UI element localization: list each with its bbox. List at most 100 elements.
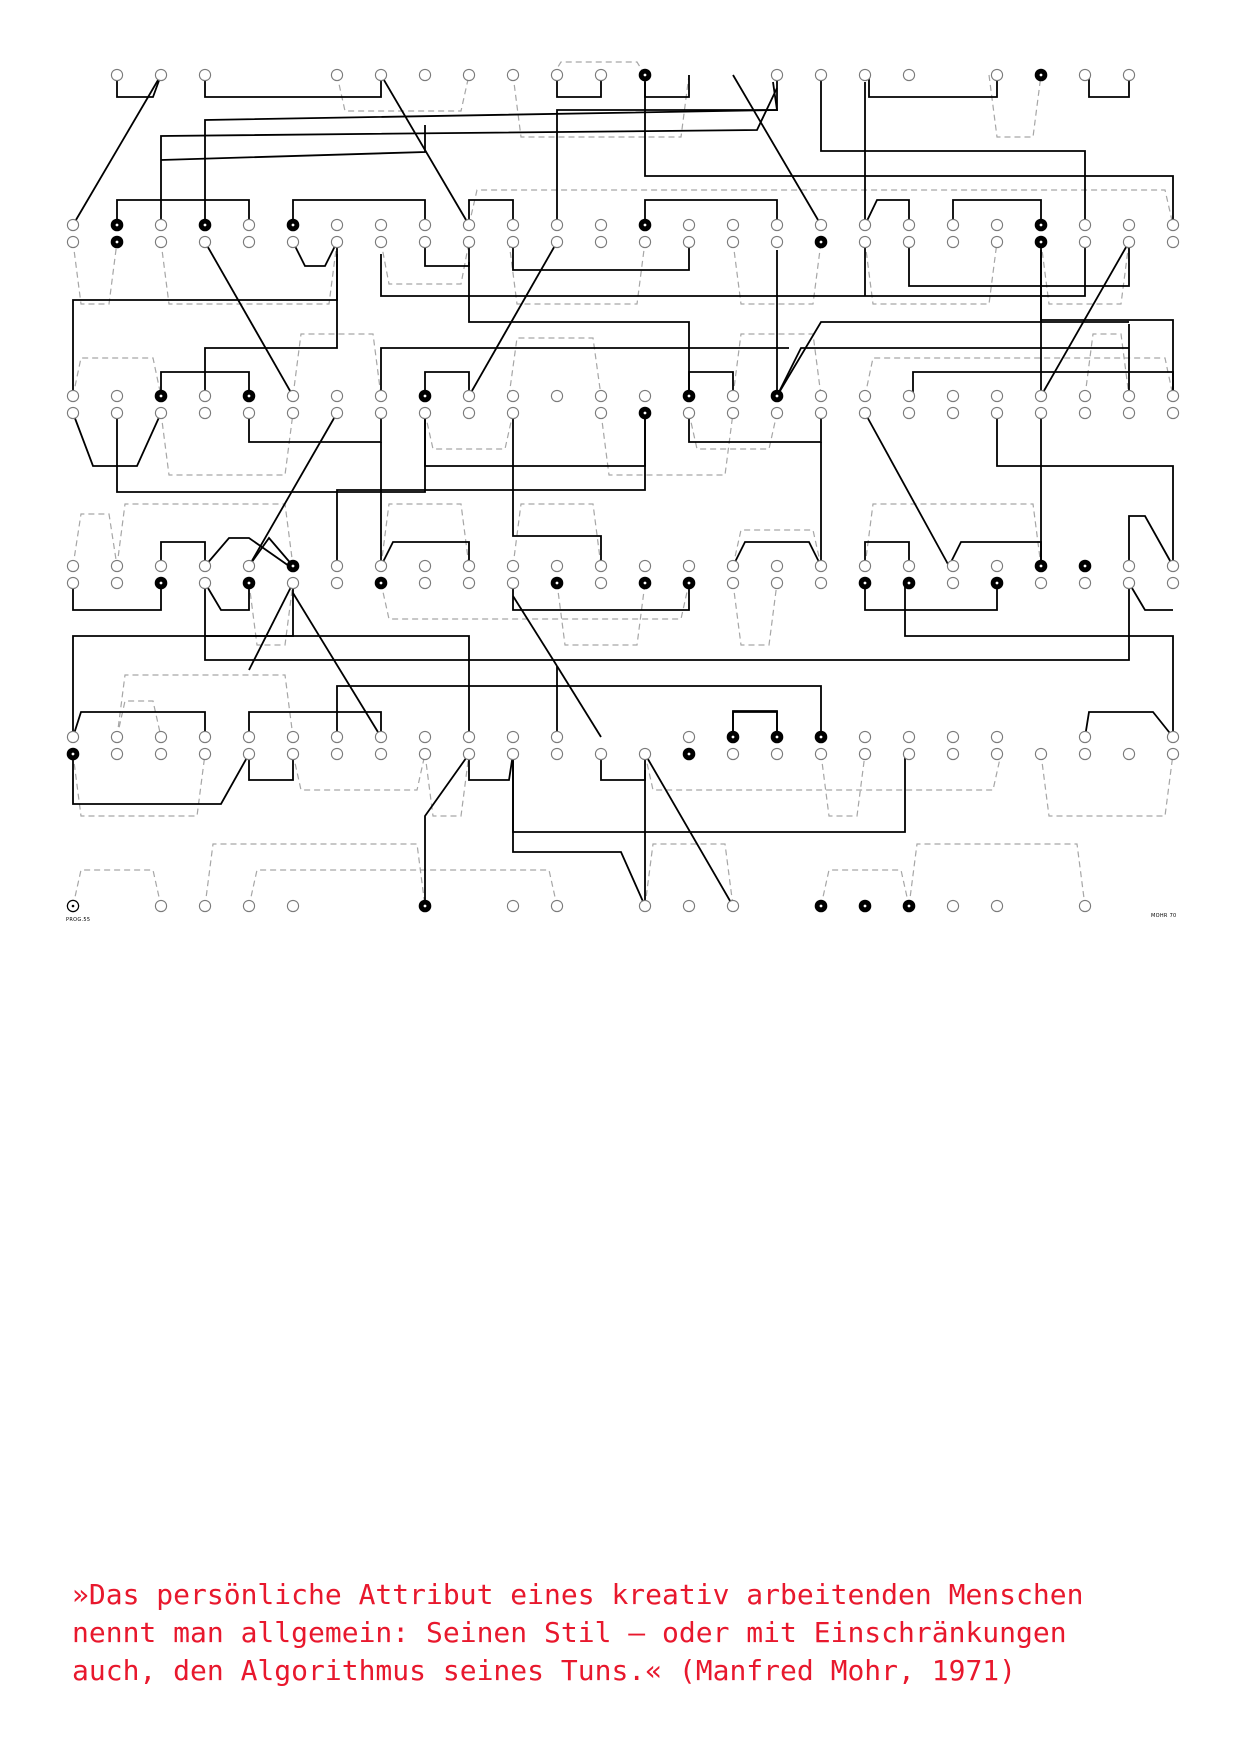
open-node xyxy=(66,576,80,590)
open-node xyxy=(682,899,696,913)
dashed-path xyxy=(72,357,162,397)
open-node xyxy=(638,899,652,913)
solid-path xyxy=(380,242,1086,297)
node-center-dot xyxy=(775,394,779,398)
solid-path xyxy=(116,413,426,493)
dashed-path xyxy=(908,843,1086,907)
dashed-path xyxy=(468,189,1174,226)
node-center-dot xyxy=(643,581,647,585)
dashed-path xyxy=(72,513,118,567)
open-node xyxy=(506,747,520,761)
solid-path xyxy=(248,582,294,671)
open-node xyxy=(374,218,388,232)
solid-path xyxy=(864,199,910,226)
solid-path xyxy=(292,592,382,738)
solid-path xyxy=(72,583,294,737)
open-node xyxy=(242,406,256,420)
open-node xyxy=(770,406,784,420)
open-node xyxy=(418,559,432,573)
node-center-dot xyxy=(1039,73,1043,77)
open-node xyxy=(990,389,1004,403)
open-node xyxy=(814,406,828,420)
open-node xyxy=(946,576,960,590)
open-node xyxy=(770,576,784,590)
solid-path xyxy=(512,595,558,667)
open-node xyxy=(506,218,520,232)
open-node xyxy=(682,730,696,744)
open-node xyxy=(1166,218,1180,232)
open-node xyxy=(374,406,388,420)
solid-path xyxy=(160,541,206,566)
open-node xyxy=(1166,559,1180,573)
solid-path xyxy=(732,710,778,737)
open-node xyxy=(1078,406,1092,420)
solid-path xyxy=(205,635,470,737)
node-center-dot xyxy=(687,581,691,585)
solid-path xyxy=(512,754,906,833)
open-node xyxy=(1166,730,1180,744)
dashed-path xyxy=(292,333,382,397)
open-node xyxy=(1122,747,1136,761)
open-node xyxy=(726,559,740,573)
open-node xyxy=(286,389,300,403)
open-node xyxy=(242,899,256,913)
dashed-path xyxy=(552,61,646,76)
open-node xyxy=(330,406,344,420)
solid-path xyxy=(116,199,250,225)
open-node xyxy=(814,389,828,403)
open-node xyxy=(154,559,168,573)
open-node xyxy=(1078,576,1092,590)
node-center-dot xyxy=(159,581,163,585)
solid-path xyxy=(732,541,822,567)
solid-path xyxy=(732,711,778,737)
open-node xyxy=(682,406,696,420)
solid-path xyxy=(600,754,646,781)
open-node xyxy=(1034,747,1048,761)
node-center-dot xyxy=(247,581,251,585)
solid-path xyxy=(380,347,789,396)
solid-path xyxy=(864,412,950,567)
open-node xyxy=(1034,389,1048,403)
dashed-path xyxy=(508,337,602,397)
open-node xyxy=(330,559,344,573)
solid-path xyxy=(336,413,646,566)
solid-path xyxy=(556,75,778,225)
dashed-path xyxy=(116,503,294,567)
open-node xyxy=(946,730,960,744)
open-node xyxy=(990,218,1004,232)
node-center-dot xyxy=(1083,564,1087,568)
node-center-dot xyxy=(819,735,823,739)
line-network-svg xyxy=(66,61,1180,913)
open-node xyxy=(814,747,828,761)
open-node xyxy=(726,389,740,403)
solid-path xyxy=(644,75,690,98)
solid-path xyxy=(424,242,470,267)
open-node xyxy=(506,68,520,82)
open-node xyxy=(242,218,256,232)
open-node xyxy=(1034,406,1048,420)
open-node xyxy=(550,68,564,82)
open-node xyxy=(198,389,212,403)
open-node xyxy=(594,576,608,590)
open-node xyxy=(462,747,476,761)
open-node xyxy=(550,899,564,913)
node-center-dot xyxy=(819,904,823,908)
open-node xyxy=(242,747,256,761)
open-node xyxy=(682,559,696,573)
open-node xyxy=(374,235,388,249)
open-node xyxy=(858,559,872,573)
open-node xyxy=(902,730,916,744)
dashed-path xyxy=(1040,753,1174,817)
dashed-path xyxy=(864,503,1042,567)
open-node xyxy=(726,235,740,249)
open-node xyxy=(594,389,608,403)
quote-line-2: nennt man allgemein: Seinen Stil — oder … xyxy=(72,1616,1067,1649)
dashed-path xyxy=(116,674,294,738)
open-node xyxy=(462,389,476,403)
open-node xyxy=(154,747,168,761)
open-node xyxy=(1122,389,1136,403)
solid-path xyxy=(204,537,290,567)
open-node xyxy=(990,559,1004,573)
open-node xyxy=(638,747,652,761)
solid-path xyxy=(556,665,602,738)
